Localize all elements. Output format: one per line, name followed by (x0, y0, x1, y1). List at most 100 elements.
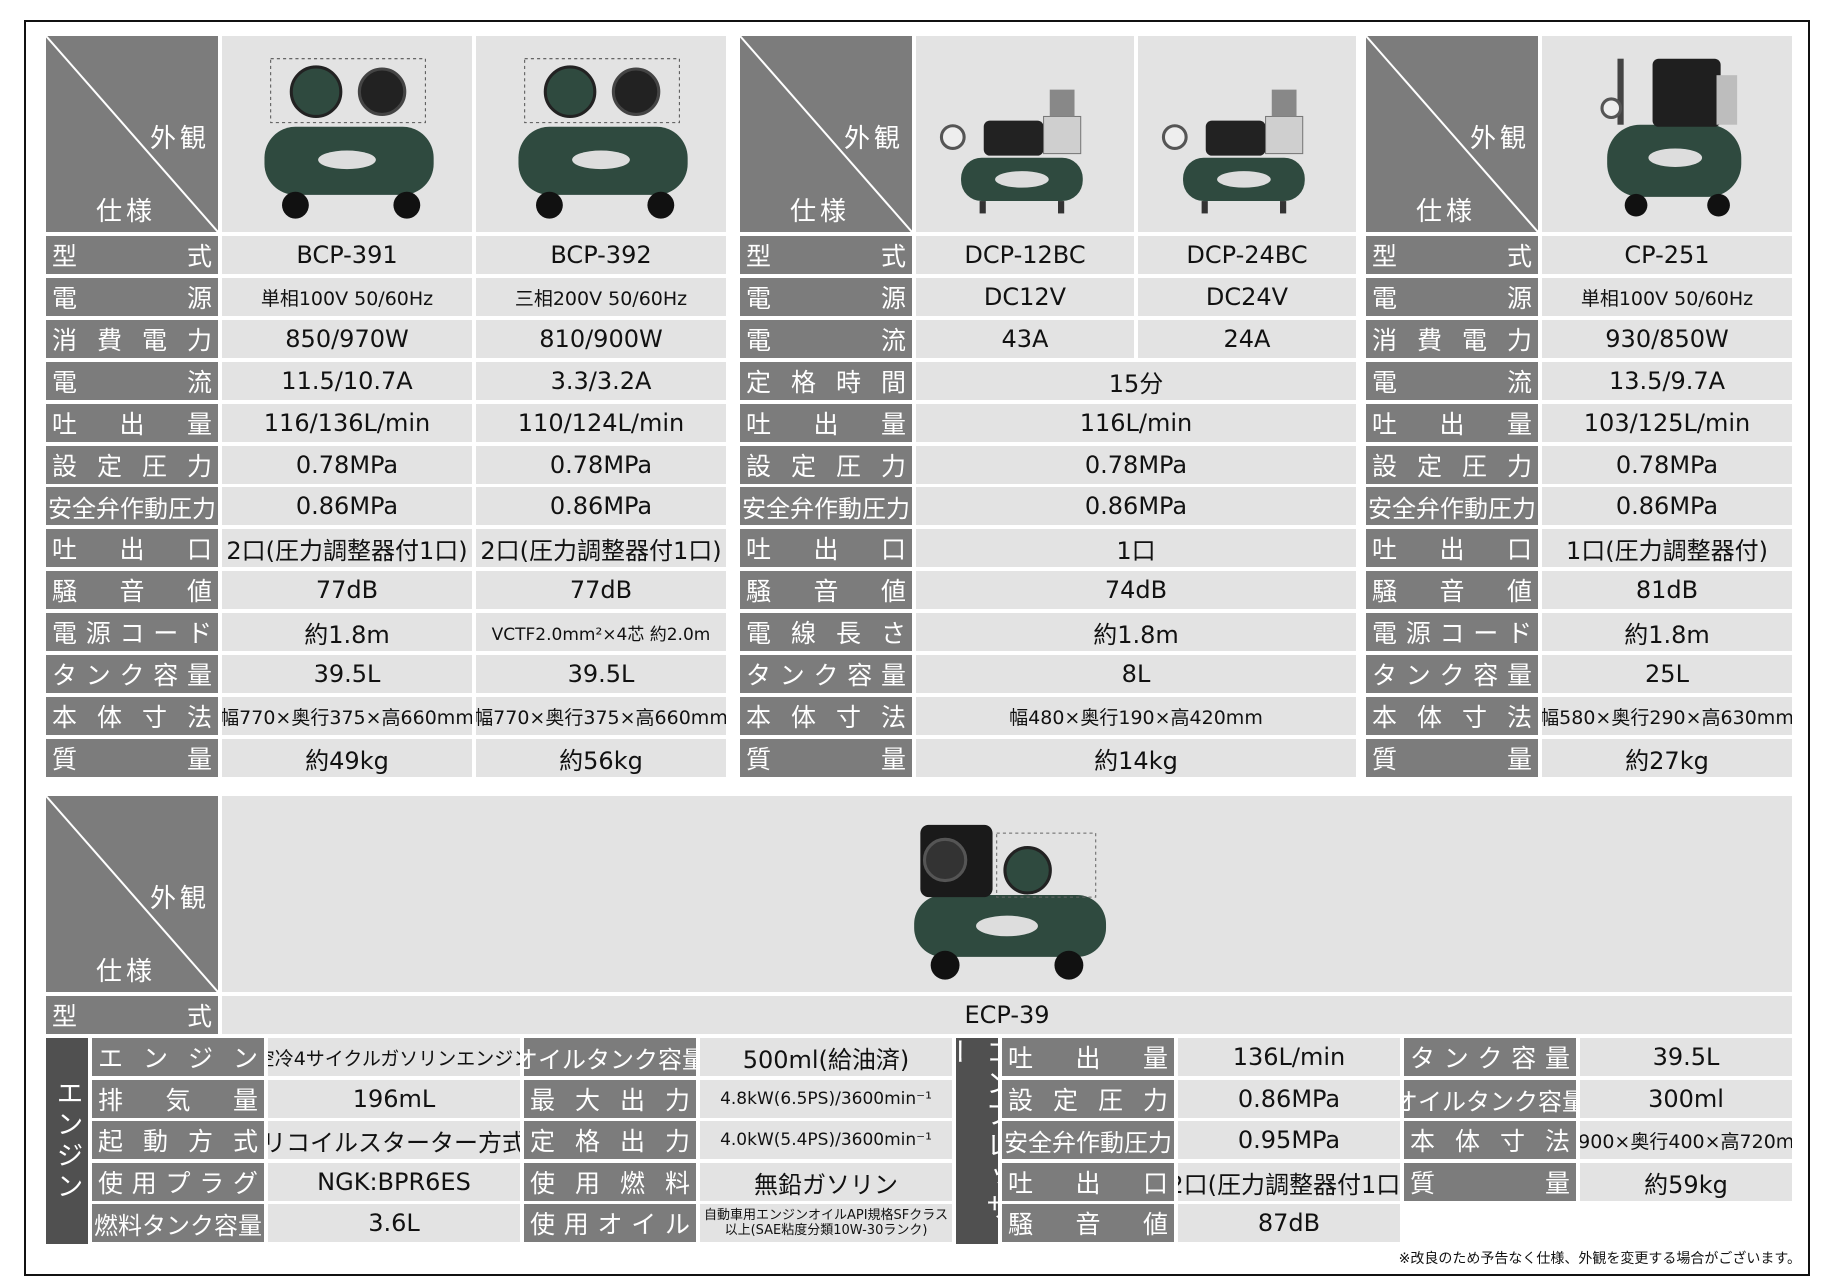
spec-label: 排気量 (92, 1080, 264, 1118)
product-image (1542, 36, 1792, 232)
spec-label: タンク容量 (1404, 1038, 1576, 1076)
spec-label: 吐出量 (1002, 1038, 1174, 1076)
spec-label: 安全弁作動圧力 (46, 487, 218, 525)
spec-label: オイルタンク容量 (524, 1038, 696, 1076)
spec-label: 電流 (1366, 362, 1538, 400)
spec-value: リコイルスターター方式 (268, 1121, 520, 1159)
header-exterior: 外観 (1469, 124, 1530, 154)
spec-value: 2口(圧力調整器付1口) (476, 529, 726, 567)
engine-section-title: エンジン (46, 1038, 88, 1244)
spec-value: 2口(圧力調整器付1口) (222, 529, 472, 567)
header-spec: 仕様 (1416, 197, 1477, 227)
spec-value: 116/136L/min (222, 404, 472, 442)
spec-label: タンク容量 (46, 655, 218, 693)
spec-label: 使用プラグ (92, 1163, 264, 1201)
spec-value: 500ml(給油済) (700, 1038, 952, 1076)
spec-label: 型式 (46, 996, 218, 1034)
spec-value: ECP-39 (222, 996, 1792, 1034)
spec-label: 消費電力 (46, 320, 218, 358)
spec-value: DCP-24BC (1138, 236, 1356, 274)
spec-value: 13.5/9.7A (1542, 362, 1792, 400)
spec-label: 安全弁作動圧力 (1002, 1121, 1174, 1159)
spec-label: 型式 (46, 236, 218, 274)
spec-value: 74dB (916, 571, 1356, 609)
spec-label: 設定圧力 (1366, 446, 1538, 484)
spec-value: DCP-12BC (916, 236, 1134, 274)
spec-label: 本体寸法 (1366, 697, 1538, 735)
spec-label: 本体寸法 (740, 697, 912, 735)
header-spec: 仕様 (790, 197, 851, 227)
footnote: ※改良のため予告なく仕様、外観を変更する場合がございます。 (1398, 1251, 1801, 1267)
spec-value: 11.5/10.7A (222, 362, 472, 400)
spec-label: 電源コード (46, 613, 218, 651)
spec-value: VCTF2.0mm²×4芯 約2.0m (476, 613, 726, 651)
compressor-illustration (518, 58, 688, 219)
compressor-illustration (1161, 89, 1305, 214)
spec-label: 設定圧力 (46, 446, 218, 484)
spec-value: 約1.8m (916, 613, 1356, 651)
spec-value: BCP-392 (476, 236, 726, 274)
spec-label: エンジン (92, 1038, 264, 1076)
spec-value: 0.78MPa (476, 446, 726, 484)
diagonal-line (46, 796, 218, 992)
spec-value: 約59kg (1580, 1163, 1792, 1201)
spec-value: 0.86MPa (222, 487, 472, 525)
header-exterior: 外観 (149, 124, 210, 154)
spec-label: 起動方式 (92, 1121, 264, 1159)
corner-header: 外観仕様 (46, 796, 218, 992)
spec-label: 電源 (740, 278, 912, 316)
spec-value: 3.3/3.2A (476, 362, 726, 400)
spec-value: 2口(圧力調整器付1口) (1178, 1163, 1400, 1201)
spec-label: 電源コード (1366, 613, 1538, 651)
spec-label: 設定圧力 (1002, 1080, 1174, 1118)
spec-label: 質量 (740, 739, 912, 777)
spec-value: 300ml (1580, 1080, 1792, 1118)
spec-value: 約49kg (222, 739, 472, 777)
spec-value: 196mL (268, 1080, 520, 1118)
spec-label: 定格出力 (524, 1121, 696, 1159)
spec-value: 136L/min (1178, 1038, 1400, 1076)
spec-label: 吐出口 (740, 529, 912, 567)
spec-value: 39.5L (1580, 1038, 1792, 1076)
spec-label: 吐出量 (740, 404, 912, 442)
spec-value: 0.78MPa (916, 446, 1356, 484)
spec-value: 810/900W (476, 320, 726, 358)
compressor-illustration (939, 89, 1083, 214)
spec-label: 電線長さ (740, 613, 912, 651)
spec-value: 77dB (222, 571, 472, 609)
spec-label: 電源 (1366, 278, 1538, 316)
spec-value: 自動車用エンジンオイルAPI規格SFクラス以上(SAE粘度分類10W-30ランク… (700, 1204, 952, 1242)
spec-label: 騒音値 (46, 571, 218, 609)
spec-label: 吐出量 (46, 404, 218, 442)
spec-value: 約1.8m (1542, 613, 1792, 651)
spec-label: 型式 (740, 236, 912, 274)
spec-value: DC24V (1138, 278, 1356, 316)
corner-header: 外観仕様 (46, 36, 218, 232)
spec-label: 本体寸法 (1404, 1121, 1576, 1159)
spec-label: 電流 (46, 362, 218, 400)
spec-label: 質量 (46, 739, 218, 777)
spec-label: 吐出量 (1366, 404, 1538, 442)
header-exterior: 外観 (149, 884, 210, 914)
spec-label: 消費電力 (1366, 320, 1538, 358)
spec-value: 単相100V 50/60Hz (222, 278, 472, 316)
product-image (916, 36, 1134, 232)
spec-value: 空冷4サイクルガソリンエンジン (268, 1038, 520, 1076)
diagonal-line (1366, 36, 1538, 232)
spec-label: 電流 (740, 320, 912, 358)
spec-label: 騒音値 (740, 571, 912, 609)
spec-value: 約27kg (1542, 739, 1792, 777)
spec-label: 騒音値 (1366, 571, 1538, 609)
spec-label: 設定圧力 (740, 446, 912, 484)
product-image (1138, 36, 1356, 232)
spec-value: 24A (1138, 320, 1356, 358)
header-spec: 仕様 (96, 957, 157, 987)
spec-label: 質量 (1366, 739, 1538, 777)
spec-value: CP-251 (1542, 236, 1792, 274)
compressor-illustration (264, 58, 434, 219)
spec-value: BCP-391 (222, 236, 472, 274)
spec-value: 4.8kW(6.5PS)/3600min⁻¹ (700, 1080, 952, 1118)
spec-label: 最大出力 (524, 1080, 696, 1118)
spec-value: DC12V (916, 278, 1134, 316)
spec-label: 燃料タンク容量 (92, 1204, 264, 1242)
